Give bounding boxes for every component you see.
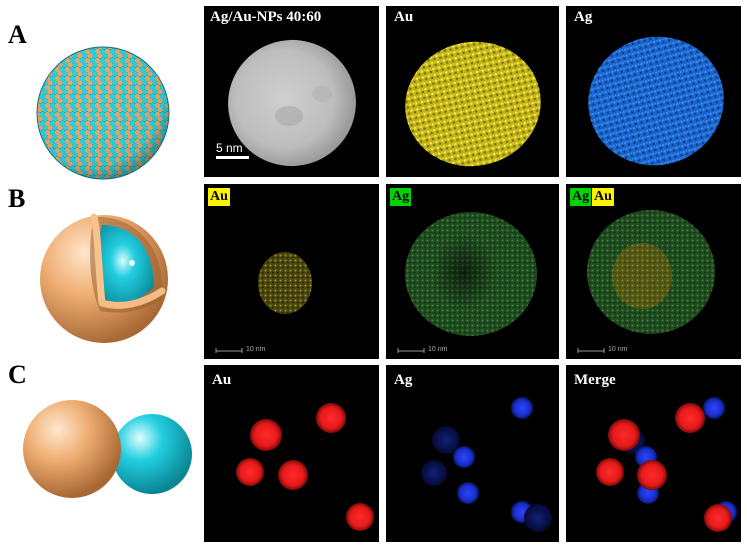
scale-bar-label: 10 nm xyxy=(246,346,266,353)
dimer-model xyxy=(23,400,192,498)
panel-title-au: Au xyxy=(592,188,614,206)
panel-title: Merge xyxy=(574,372,616,388)
row-letter-a: A xyxy=(8,20,27,49)
scale-bar-label: 10 nm xyxy=(428,346,448,353)
panel-title: Au xyxy=(212,372,232,388)
core-shell-model xyxy=(40,213,168,343)
alloy-sphere-model xyxy=(36,46,170,180)
scale-bar-label: 10 nm xyxy=(608,346,628,353)
ag-eds-panel: Ag 10 nm xyxy=(386,184,559,359)
ag-dimer-map-panel: Ag xyxy=(386,365,559,542)
panel-title: Ag xyxy=(574,9,593,25)
panel-title: Ag xyxy=(394,372,413,388)
au-dimer-map-panel: Au xyxy=(204,365,379,542)
row-letter-b: B xyxy=(8,184,26,213)
panel-title: Au xyxy=(394,9,414,25)
scale-bar-label: 5 nm xyxy=(216,141,243,155)
au-map-panel: Au xyxy=(386,6,559,177)
au-eds-panel: Au 10 nm xyxy=(204,184,379,359)
ag-map-panel: Ag xyxy=(566,6,741,177)
panel-title: Ag xyxy=(390,188,412,206)
row-letter-c: C xyxy=(8,360,27,389)
panel-title-ag: Ag xyxy=(570,188,592,206)
merge-eds-panel: Ag Au 10 nm xyxy=(566,184,741,359)
merge-dimer-map-panel: Merge xyxy=(566,365,741,542)
panel-title: Au xyxy=(208,188,230,206)
haadf-image-panel: Ag/Au-NPs 40:60 5 nm xyxy=(204,6,379,177)
panel-title: Ag/Au-NPs 40:60 xyxy=(210,9,322,25)
